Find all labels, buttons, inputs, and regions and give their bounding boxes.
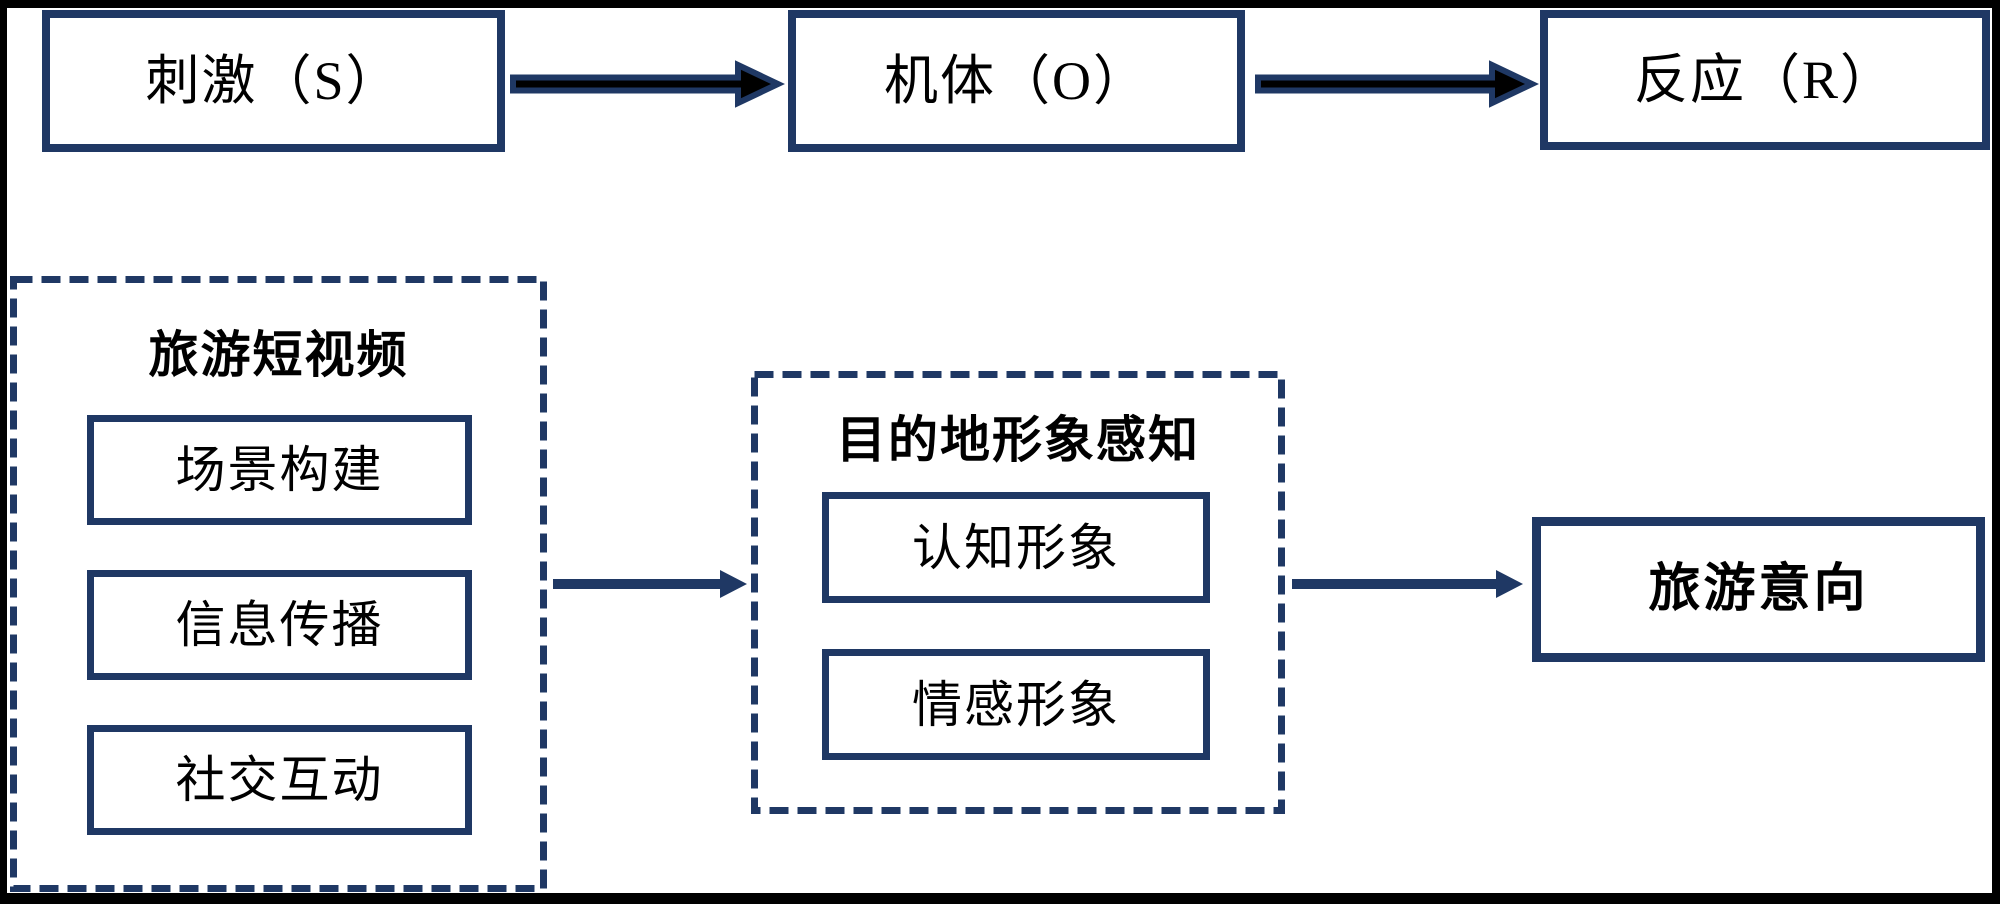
scene-construction-label: 场景构建 [175,442,384,498]
arrow-leftgroup-to-middlegroup-icon [553,570,747,598]
information-spread-box: 信息传播 [87,570,472,680]
affective-image-box: 情感形象 [822,649,1210,760]
stimulus-label: 刺激（S） [145,51,402,111]
travel-intention-label: 旅游意向 [1648,560,1869,618]
scene-construction-box: 场景构建 [87,415,472,525]
organism-label: 机体（O） [884,51,1149,111]
social-interaction-box: 社交互动 [87,725,472,835]
arrow-organism-to-response-icon [1255,60,1539,108]
left-group-title: 旅游短视频 [148,327,409,383]
travel-intention-box: 旅游意向 [1532,517,1985,662]
middle-group-title: 目的地形象感知 [836,412,1200,468]
information-spread-label: 信息传播 [175,597,384,653]
cognitive-image-label: 认知形象 [912,519,1120,576]
stimulus-box: 刺激（S） [42,10,505,152]
cognitive-image-box: 认知形象 [822,492,1210,603]
arrow-stimulus-to-organism-icon [510,60,785,108]
affective-image-label: 情感形象 [912,676,1120,733]
response-label: 反应（R） [1633,50,1897,110]
response-box: 反应（R） [1540,10,1990,150]
social-interaction-label: 社交互动 [175,752,384,808]
organism-box: 机体（O） [788,10,1245,152]
arrow-middlegroup-to-outcome-icon [1292,570,1523,598]
